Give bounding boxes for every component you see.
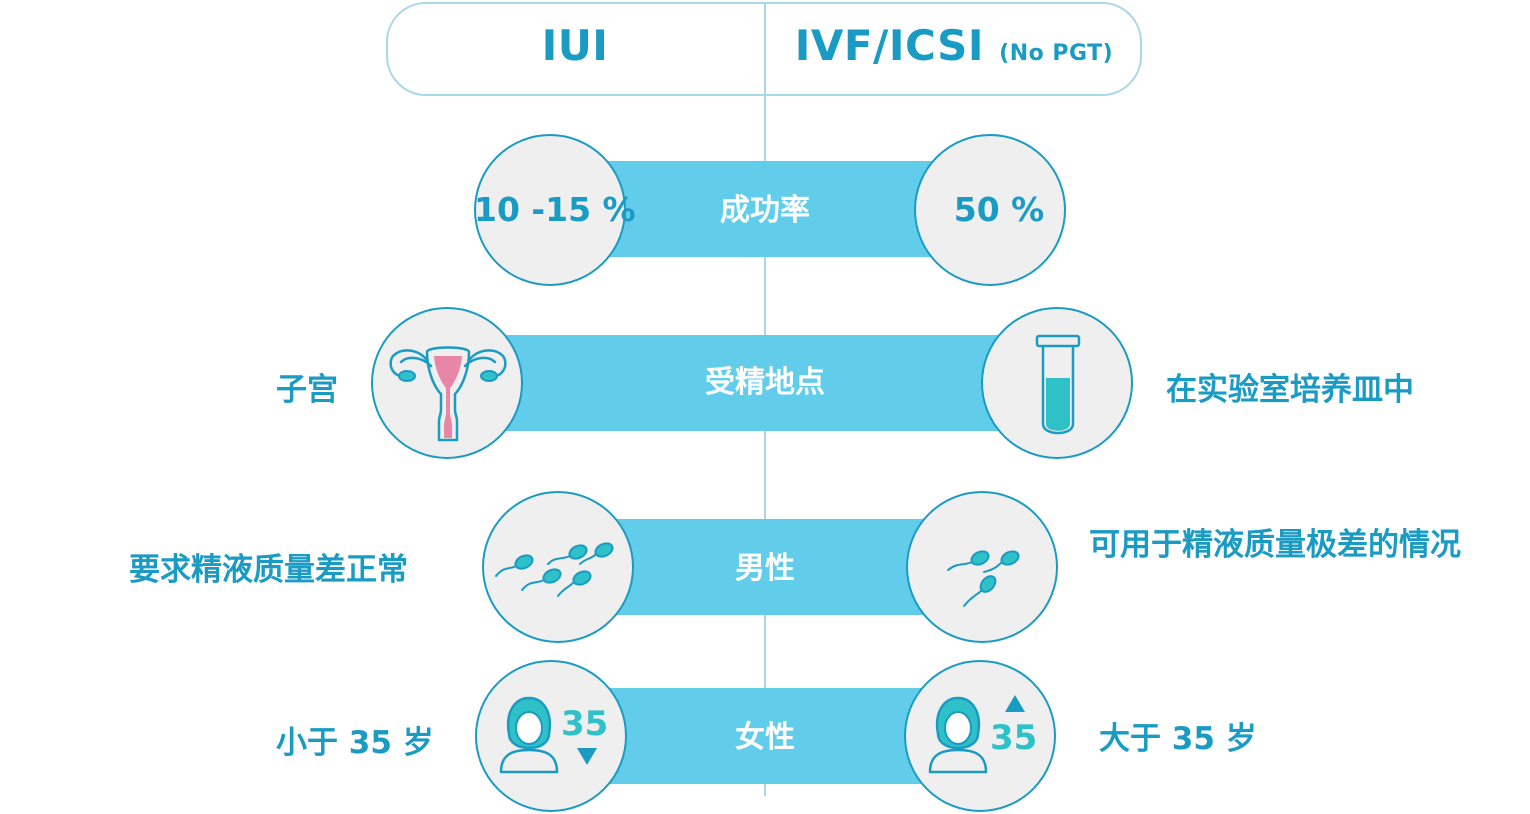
ivf-sperm-circle xyxy=(906,491,1058,643)
ivf-success-circle xyxy=(914,134,1066,286)
iui-age-number: 35 xyxy=(561,704,609,744)
woman-icon xyxy=(497,694,561,774)
iui-fertilization-site: 子宫 xyxy=(276,372,338,408)
arrow-down-icon xyxy=(576,746,598,766)
no-pgt-note: (No PGT) xyxy=(999,41,1114,66)
ivf-icsi-heading: IVF/ICSI (No PGT) xyxy=(766,18,1142,74)
iui-sperm-circle xyxy=(482,491,634,643)
iui-title: IUI xyxy=(541,21,609,70)
fertilization-site-label: 受精地点 xyxy=(705,365,825,400)
success-rate-label: 成功率 xyxy=(720,193,810,228)
iui-age-requirement: 小于 35 岁 xyxy=(276,725,434,761)
uterus-icon xyxy=(387,330,509,446)
ivf-icsi-title: IVF/ICSI xyxy=(794,21,985,70)
arrow-up-icon xyxy=(1004,694,1026,714)
test-tube-icon xyxy=(1031,332,1085,444)
woman-icon xyxy=(926,694,990,774)
female-label: 女性 xyxy=(735,720,795,755)
male-label: 男性 xyxy=(735,551,795,586)
success-rate-bar xyxy=(585,161,945,257)
ivf-fertilization-site: 在实验室培养皿中 xyxy=(1166,372,1414,408)
female-bar xyxy=(585,688,945,784)
sperm-icon xyxy=(492,530,622,610)
ivf-age-requirement: 大于 35 岁 xyxy=(1099,721,1257,757)
iui-success-rate: 10 -15 % xyxy=(474,190,636,229)
iui-age-circle xyxy=(475,660,627,812)
ivf-success-rate: 50 % xyxy=(953,190,1045,229)
header-divider xyxy=(764,2,766,96)
ivf-age-circle xyxy=(904,660,1056,812)
iui-success-circle xyxy=(474,134,626,286)
center-connector-line xyxy=(764,96,766,796)
sperm-icon xyxy=(940,540,1030,610)
iui-sperm-requirement: 要求精液质量差正常 xyxy=(129,552,408,588)
ivf-age-number: 35 xyxy=(990,718,1038,758)
ivf-sperm-requirement: 可用于精液质量极差的情况 xyxy=(1089,527,1461,563)
fertilization-site-bar xyxy=(450,335,1050,431)
